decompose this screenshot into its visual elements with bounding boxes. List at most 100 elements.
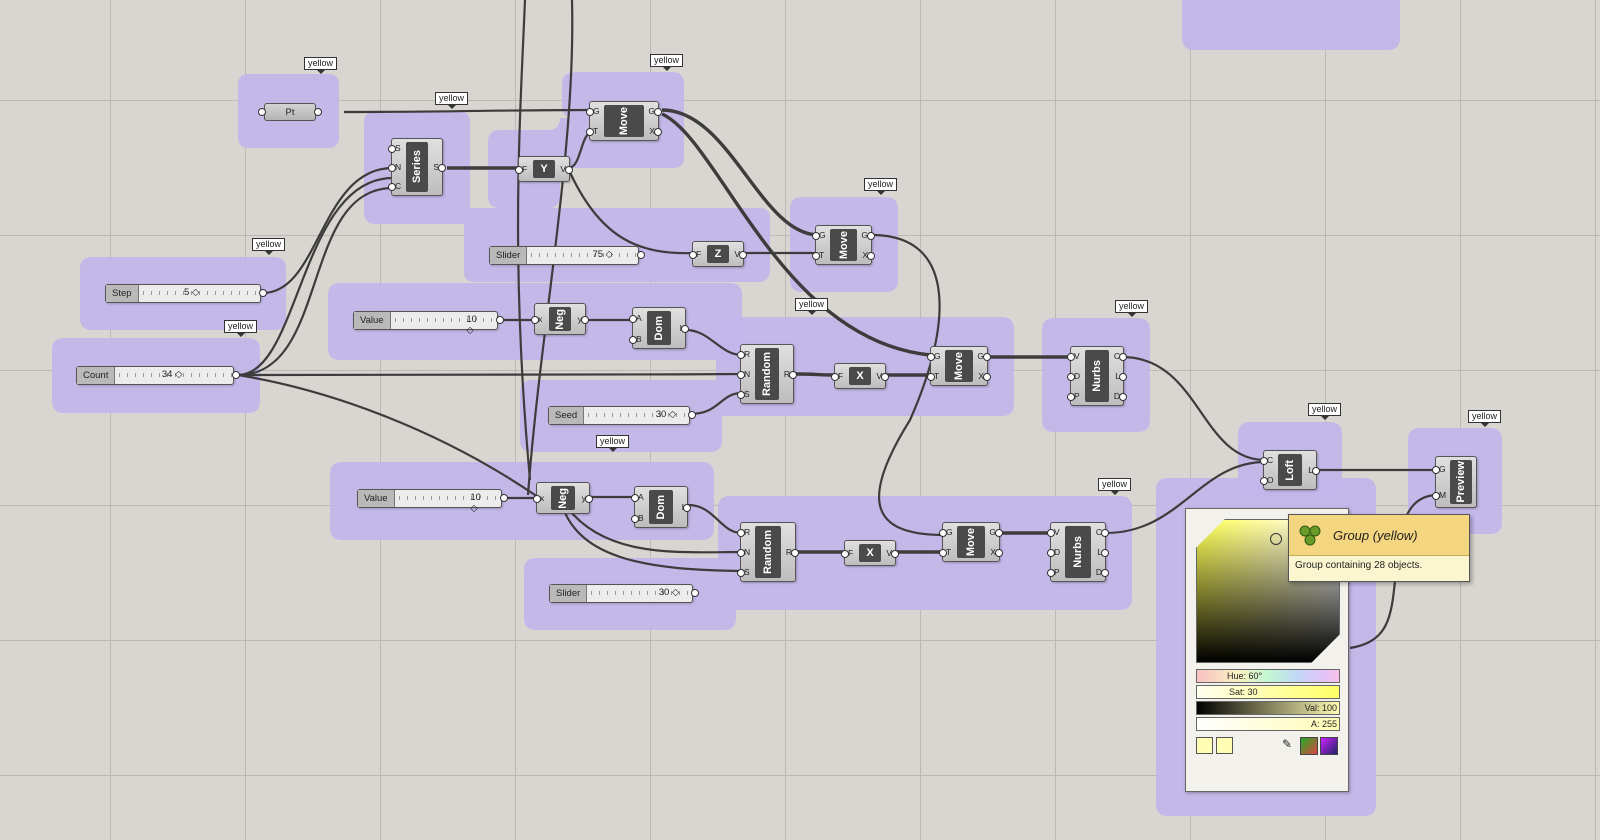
slider-2[interactable]: Slider 30 ◇ xyxy=(549,584,699,603)
input-parameter[interactable]: T xyxy=(811,250,825,260)
group-tag[interactable]: yellow xyxy=(795,298,829,315)
input-parameter[interactable]: C xyxy=(1259,455,1274,465)
gradient-swatch-icon[interactable] xyxy=(1300,737,1318,755)
output-parameter[interactable]: D xyxy=(1113,391,1128,401)
output-parameter[interactable]: L xyxy=(1115,371,1127,381)
output-parameter[interactable]: G xyxy=(648,106,662,116)
slider-track[interactable]: 10 ◇ xyxy=(390,312,497,336)
output-parameter[interactable]: V xyxy=(876,371,889,381)
input-parameter[interactable]: S xyxy=(737,567,750,577)
group-value-neg-dom-2[interactable] xyxy=(330,462,714,540)
output-parameter[interactable]: X xyxy=(649,126,662,136)
output-parameter[interactable]: X xyxy=(990,547,1003,557)
output-parameter[interactable]: R xyxy=(783,369,798,379)
input-parameter[interactable]: G xyxy=(586,106,600,116)
group-tag[interactable]: yellow xyxy=(1308,403,1342,420)
input-parameter[interactable]: M xyxy=(1431,490,1447,500)
input-parameter[interactable]: P xyxy=(1067,391,1080,401)
eyedropper-icon[interactable]: ✎ xyxy=(1282,737,1293,751)
input-parameter[interactable]: S xyxy=(737,389,750,399)
output-parameter[interactable]: L xyxy=(1097,547,1109,557)
output-parameter[interactable]: X xyxy=(862,250,875,260)
output-parameter[interactable]: G xyxy=(977,351,991,361)
recent-colour-swatch[interactable] xyxy=(1196,737,1213,754)
input-parameter[interactable]: D xyxy=(1046,547,1061,557)
recent-colour-swatch[interactable] xyxy=(1216,737,1233,754)
group-tag[interactable]: yellow xyxy=(224,320,258,337)
output-parameter[interactable]: X xyxy=(978,371,991,381)
group-top-right[interactable] xyxy=(1182,0,1400,50)
hue-bar[interactable]: Hue: 60° xyxy=(1196,669,1340,683)
colour-picker-crosshair-icon[interactable] xyxy=(1270,533,1282,545)
output-parameter[interactable]: D xyxy=(1095,567,1110,577)
input-parameter[interactable]: B xyxy=(631,512,644,523)
input-parameter[interactable]: S xyxy=(388,142,401,153)
group-series[interactable] xyxy=(364,111,770,282)
output-parameter[interactable]: C xyxy=(1113,351,1128,361)
output-parameter[interactable]: S xyxy=(433,162,446,172)
saturation-bar[interactable]: Sat: 30 xyxy=(1196,685,1340,699)
alpha-bar[interactable]: A: 255 xyxy=(1196,717,1340,731)
seed-slider[interactable]: Seed 30 ◇ xyxy=(548,406,696,425)
input-parameter[interactable]: T xyxy=(926,371,940,381)
group-tag[interactable]: yellow xyxy=(1098,478,1132,495)
input-parameter[interactable]: F xyxy=(830,371,844,381)
output-parameter[interactable]: I xyxy=(681,502,693,512)
output-parameter[interactable]: I xyxy=(679,323,691,333)
group-tag[interactable]: yellow xyxy=(864,178,898,195)
slider-track[interactable]: 75 ◇ xyxy=(527,247,638,264)
step-slider[interactable]: Step 5 ◇ xyxy=(105,284,267,303)
slider-track[interactable]: 30 ◇ xyxy=(584,407,689,424)
input-parameter[interactable]: P xyxy=(1047,567,1060,577)
output-parameter[interactable]: G xyxy=(989,527,1003,537)
count-slider[interactable]: Count 34 ◇ xyxy=(76,366,240,385)
input-parameter[interactable]: A xyxy=(631,491,644,502)
input-parameter[interactable]: R xyxy=(736,527,751,537)
input-parameter[interactable]: G xyxy=(927,351,941,361)
output-parameter[interactable]: G xyxy=(861,230,875,240)
input-parameter[interactable]: V xyxy=(1067,351,1080,361)
input-parameter[interactable]: F xyxy=(688,249,702,259)
input-parameter[interactable]: T xyxy=(585,126,599,136)
input-parameter[interactable]: x xyxy=(532,493,545,503)
group-tag[interactable]: yellow xyxy=(435,92,469,109)
value-bar[interactable]: Val: 100 xyxy=(1196,701,1340,715)
input-parameter[interactable]: N xyxy=(736,369,751,379)
input-parameter[interactable]: V xyxy=(1047,527,1060,537)
z-slider[interactable]: Slider 75 ◇ xyxy=(489,246,645,265)
output-parameter[interactable]: y xyxy=(577,314,590,324)
slider-track[interactable]: 30 ◇ xyxy=(587,585,692,602)
colour-swatch-panel[interactable]: Hue: 60° Sat: 30 Val: 100 A: 255 ✎ xyxy=(1185,508,1349,792)
output-parameter[interactable]: y xyxy=(581,493,594,503)
input-parameter[interactable]: R xyxy=(736,349,751,359)
output-parameter[interactable]: V xyxy=(886,548,899,558)
output-parameter[interactable]: C xyxy=(1095,527,1110,537)
value-slider-2[interactable]: Value 10 ◇ xyxy=(357,489,508,514)
input-parameter[interactable]: x xyxy=(530,314,543,324)
input-parameter[interactable]: N xyxy=(387,162,402,172)
output-parameter[interactable]: R xyxy=(785,547,800,557)
slider-track[interactable]: 5 ◇ xyxy=(138,285,260,302)
value-slider-1[interactable]: Value 10 ◇ xyxy=(353,311,504,336)
input-parameter[interactable]: N xyxy=(736,547,751,557)
group-tag[interactable]: yellow xyxy=(1115,300,1149,317)
input-parameter[interactable]: G xyxy=(812,230,826,240)
input-parameter[interactable]: A xyxy=(629,312,642,323)
